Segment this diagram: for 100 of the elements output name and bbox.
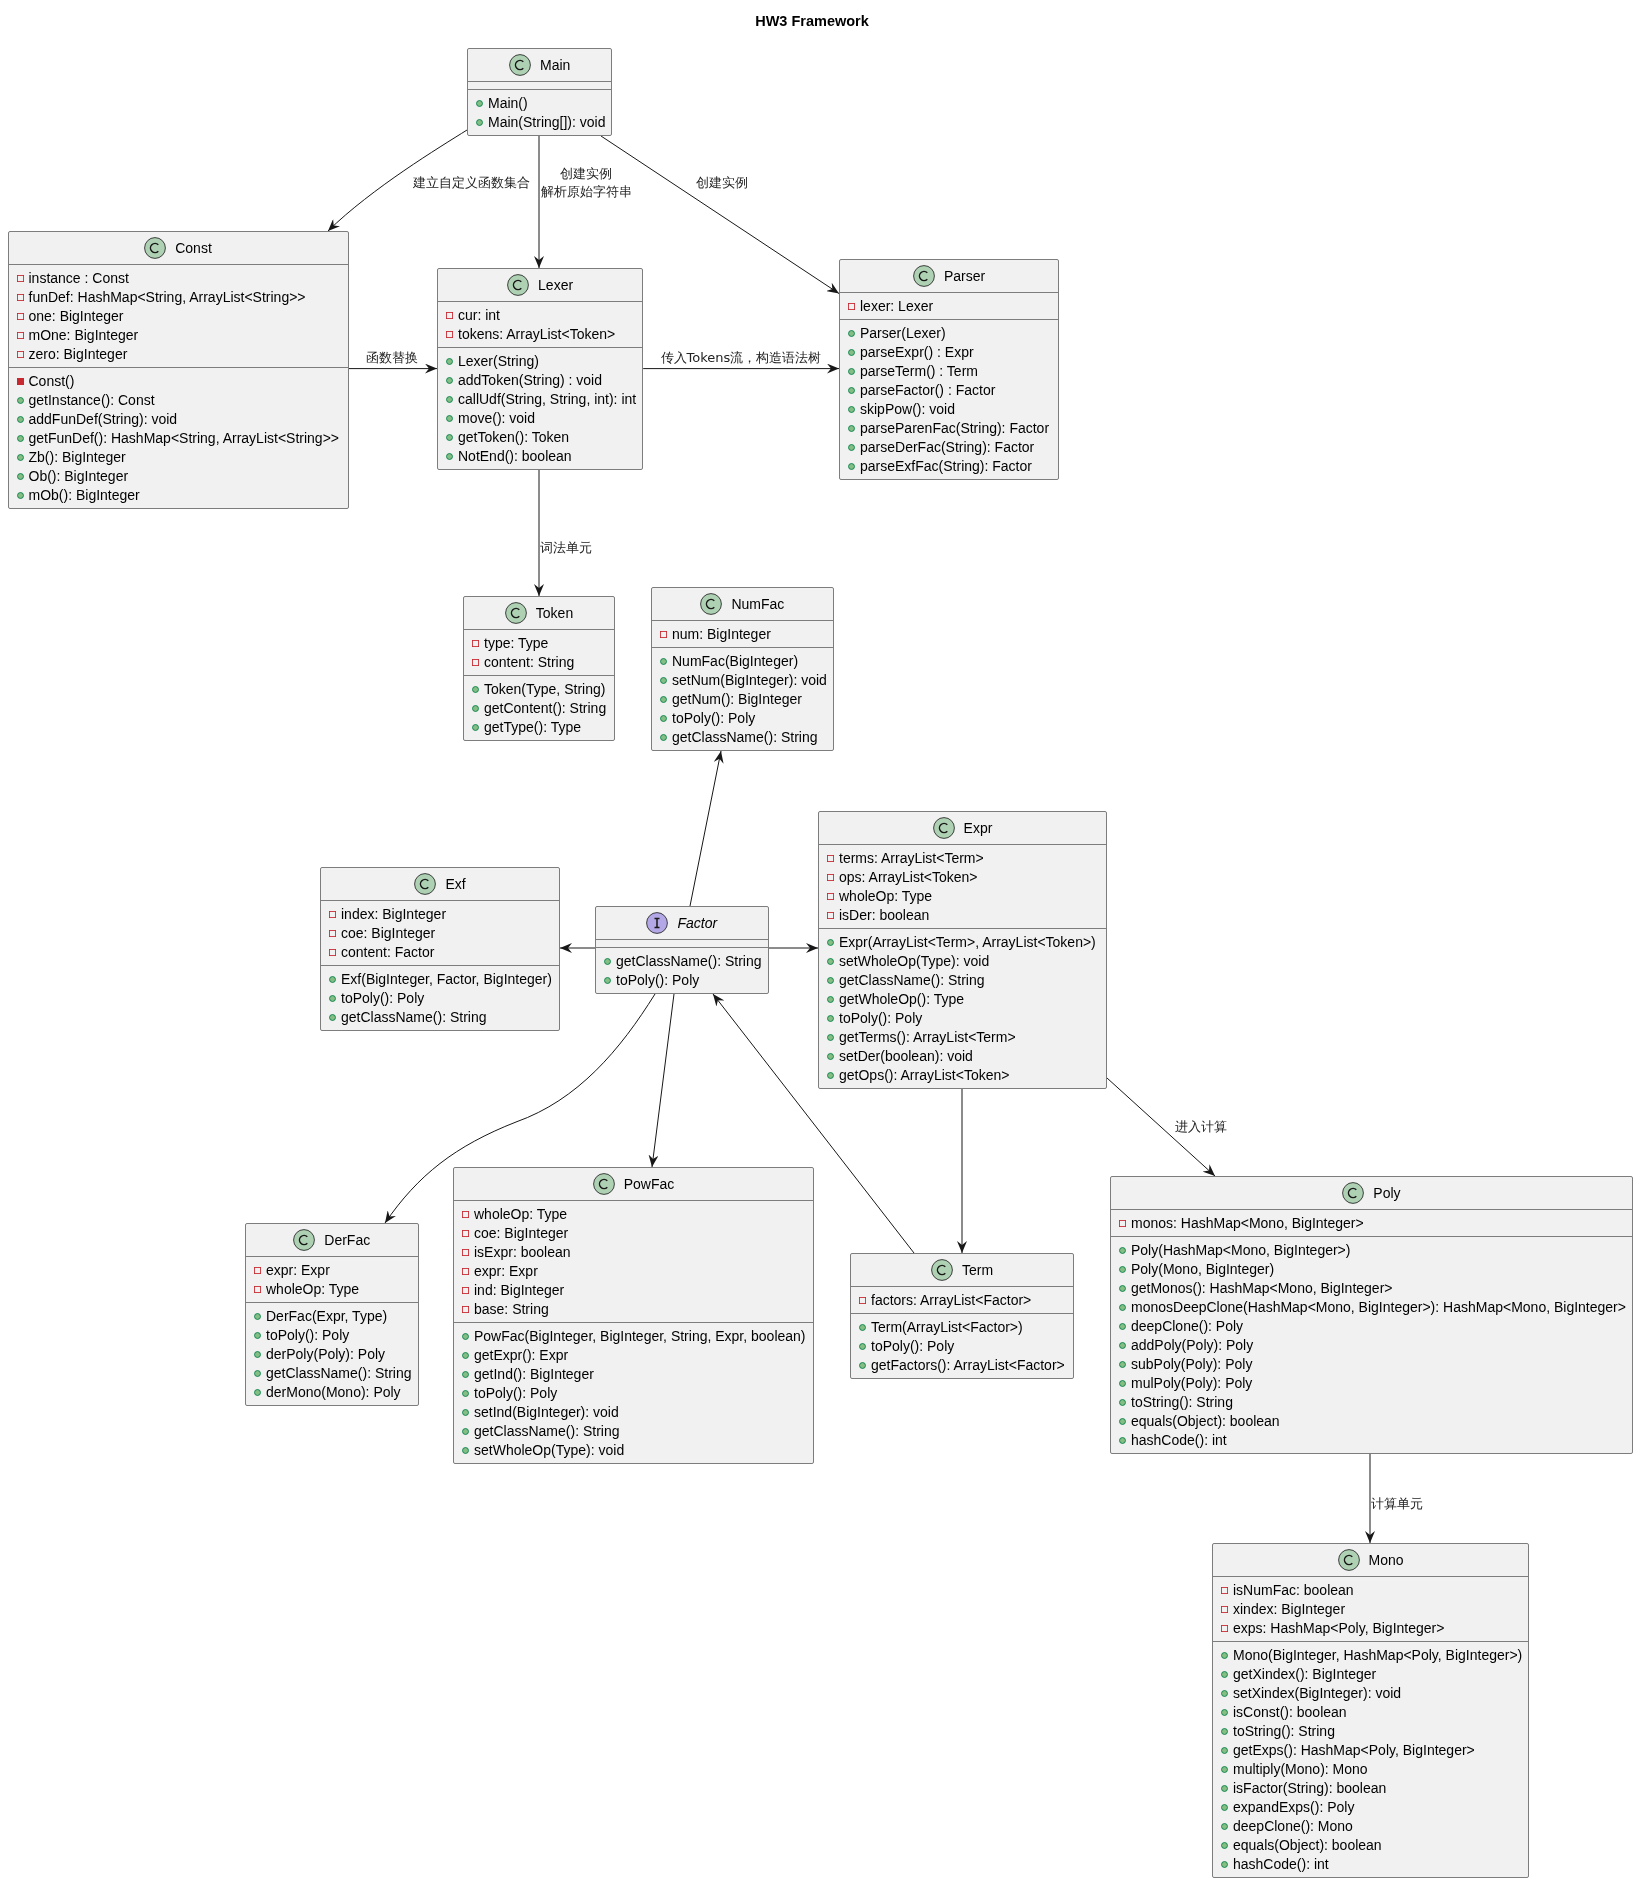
method-text: getClassName(): String (672, 729, 818, 745)
class-name: PowFac (623, 1176, 675, 1192)
interface-name: Factor (677, 915, 718, 931)
method-text: getClassName(): String (839, 972, 985, 988)
field-text: coe: BigInteger (474, 1225, 569, 1241)
method-text: setXindex(BigInteger): void (1233, 1685, 1402, 1701)
method-text: parseParenFac(String): Factor (860, 420, 1050, 436)
method-text: Parser(Lexer) (860, 325, 946, 341)
method-text: getType(): Type (484, 719, 581, 735)
class-box (7, 231, 349, 509)
method-text: toString(): String (1233, 1723, 1335, 1739)
class-box (320, 867, 560, 1031)
class-box (463, 596, 615, 741)
method-text: getExpr(): Expr (474, 1347, 569, 1363)
field-text: ops: ArrayList<Token> (839, 869, 978, 885)
method-text: subPoly(Poly): Poly (1131, 1356, 1253, 1372)
field-text: coe: BigInteger (341, 925, 436, 941)
method-text: setDer(boolean): void (839, 1048, 973, 1064)
field-text: lexer: Lexer (860, 298, 934, 314)
method-text: toPoly(): Poly (474, 1385, 558, 1401)
field-text: xindex: BigInteger (1233, 1601, 1346, 1617)
method-text: addFunDef(String): void (28, 411, 178, 427)
class-name: Token (535, 605, 574, 621)
method-text: expandExps(): Poly (1233, 1799, 1355, 1815)
method-text: derPoly(Poly): Poly (266, 1346, 386, 1362)
method-text: getOps(): ArrayList<Token> (839, 1067, 1010, 1083)
field-text: expr: Expr (474, 1263, 538, 1279)
method-text: getClassName(): String (616, 953, 762, 969)
field-text: wholeOp: Type (266, 1281, 360, 1297)
arrow (348, 363, 438, 374)
method-text: parseExfFac(String): Factor (860, 458, 1032, 474)
diagram-title: HW3 Framework (755, 12, 869, 29)
class-name: Expr (963, 820, 993, 836)
field-text: index: BigInteger (341, 906, 447, 922)
field-text: funDef: HashMap<String, ArrayList<String>> (28, 289, 306, 305)
method-text: getFunDef(): HashMap<String, ArrayList<String>> (28, 430, 339, 446)
field-text: content: Factor (341, 944, 435, 960)
arrow (600, 135, 840, 294)
method-text: addToken(String) : void (458, 372, 602, 388)
class-box (839, 259, 1059, 480)
method-text: mOb(): BigInteger (28, 487, 140, 503)
class-box (1212, 1543, 1530, 1878)
arrow (1365, 1453, 1375, 1544)
field-text: type: Type (484, 635, 549, 651)
method-text: toPoly(): Poly (871, 1338, 955, 1354)
method-text: parseFactor() : Factor (860, 382, 996, 398)
field-text: isNumFac: boolean (1233, 1582, 1354, 1598)
method-text: toPoly(): Poly (341, 990, 425, 1006)
arrow (689, 750, 724, 907)
method-text: isFactor(String): boolean (1233, 1780, 1387, 1796)
method-text: addPoly(Poly): Poly (1131, 1337, 1254, 1353)
method-text: getToken(): Token (458, 429, 570, 445)
method-text: Ob(): BigInteger (28, 468, 129, 484)
method-text: monosDeepClone(HashMap<Mono, BigInteger>): HashMap<Mono, BigInteger> (1131, 1299, 1626, 1315)
method-text: parseTerm() : Term (860, 363, 978, 379)
method-text: setInd(BigInteger): void (474, 1404, 619, 1420)
method-text: Main() (488, 95, 528, 111)
method-text: equals(Object): boolean (1131, 1413, 1280, 1429)
method-text: toPoly(): Poly (839, 1010, 923, 1026)
class-box (453, 1167, 814, 1464)
field-text: tokens: ArrayList<Token> (458, 326, 616, 342)
edge-label: 传入Tokens流，构造语法树 (660, 349, 822, 367)
method-text: Term(ArrayList<Factor>) (871, 1319, 1023, 1335)
method-text: getContent(): String (484, 700, 607, 716)
method-text: skipPow(): void (860, 401, 955, 417)
class-box (850, 1253, 1074, 1379)
edge-label: 函数替换 (366, 349, 418, 367)
method-text: toPoly(): Poly (266, 1327, 350, 1343)
arrow (648, 993, 675, 1168)
field-text: isExpr: boolean (474, 1244, 571, 1260)
method-text: parseDerFac(String): Factor (860, 439, 1035, 455)
method-text: getWholeOp(): Type (839, 991, 965, 1007)
method-text: getTerms(): ArrayList<Term> (839, 1029, 1016, 1045)
field-text: num: BigInteger (672, 626, 771, 642)
method-text: Poly(HashMap<Mono, BigInteger>) (1131, 1242, 1351, 1258)
method-text: Poly(Mono, BigInteger) (1131, 1261, 1275, 1277)
method-text: Lexer(String) (458, 353, 539, 369)
method-text: deepClone(): Mono (1233, 1818, 1353, 1834)
class-box (651, 587, 834, 751)
method-text: derMono(Mono): Poly (266, 1384, 401, 1400)
interface-box (595, 906, 769, 994)
class-name: Term (961, 1262, 994, 1278)
edge-label: 进入计算 (1175, 1118, 1227, 1136)
arrow (957, 1088, 967, 1254)
method-text: Token(Type, String) (484, 681, 606, 697)
field-text: mOne: BigInteger (28, 327, 139, 343)
method-text: getXindex(): BigInteger (1233, 1666, 1377, 1682)
method-text: DerFac(Expr, Type) (266, 1308, 388, 1324)
class-box (467, 48, 613, 136)
class-name: DerFac (324, 1232, 371, 1248)
method-text: getExps(): HashMap<Poly, BigInteger> (1233, 1742, 1475, 1758)
field-text: one: BigInteger (28, 308, 124, 324)
class-box (437, 268, 644, 470)
method-text: getClassName(): String (474, 1423, 620, 1439)
method-text: mulPoly(Poly): Poly (1131, 1375, 1253, 1391)
method-text: hashCode(): int (1233, 1856, 1329, 1872)
field-text: terms: ArrayList<Term> (839, 850, 984, 866)
edge-label: 创建实例解析原始字符串 (540, 165, 632, 201)
class-name: Lexer (538, 277, 574, 293)
field-text: monos: HashMap<Mono, BigInteger> (1131, 1215, 1364, 1231)
